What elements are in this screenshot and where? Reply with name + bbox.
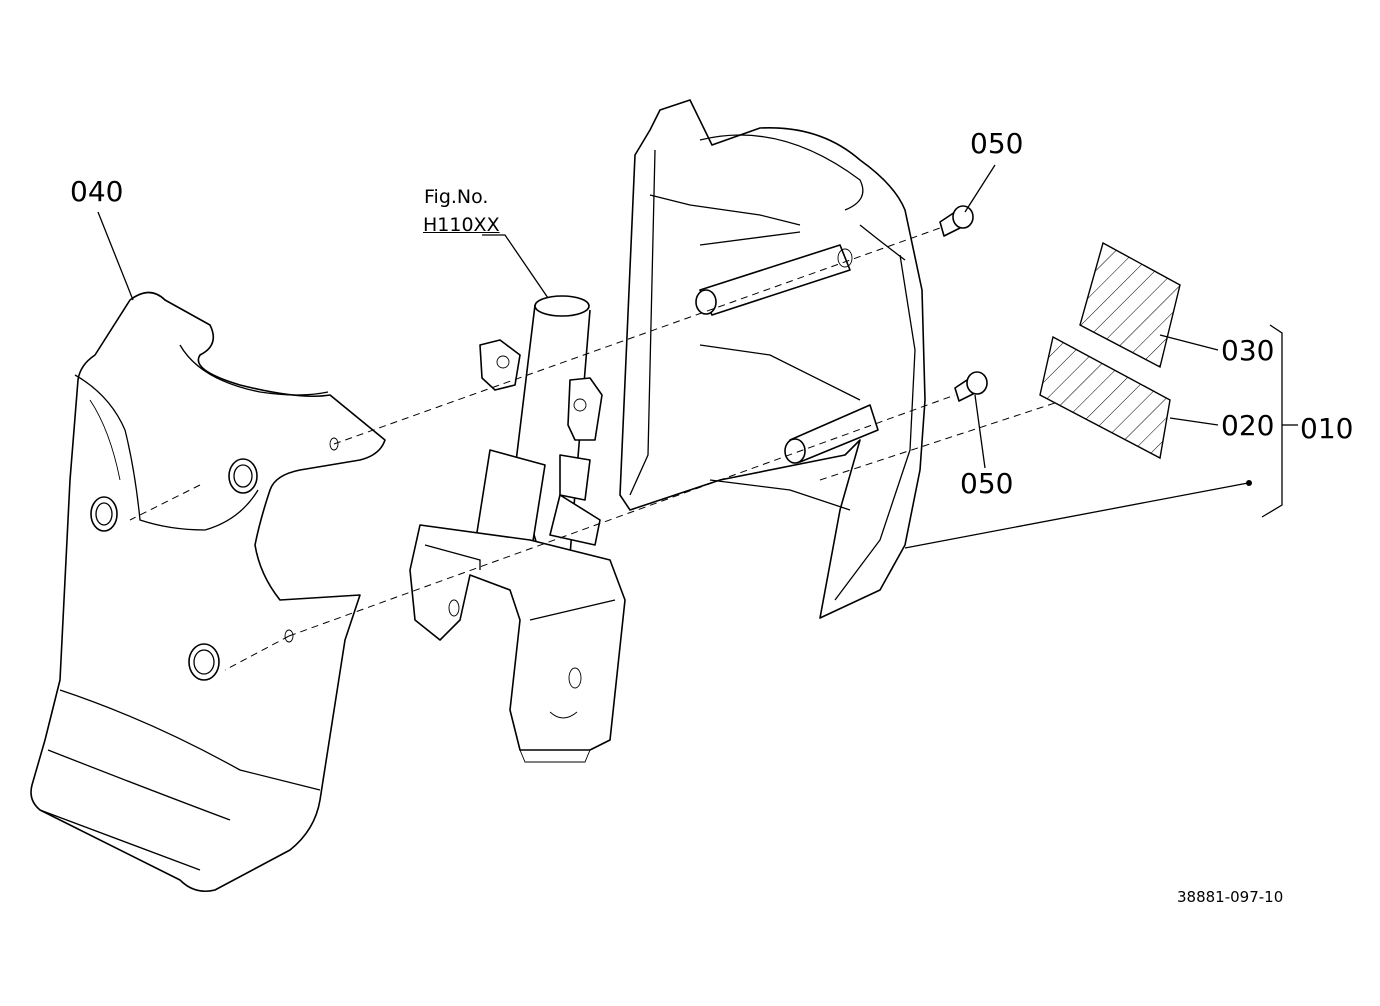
screw-upper (939, 205, 974, 237)
callout-050-lower: 050 (960, 467, 1014, 500)
center-cover-assembly (619, 99, 926, 619)
leader-dot (1246, 480, 1252, 486)
callout-010: 010 (1300, 412, 1354, 445)
screw-lower (954, 371, 988, 402)
document-number: 38881-097-10 (1177, 888, 1284, 906)
steering-column-bracket (409, 295, 626, 763)
decal-020 (1039, 335, 1171, 460)
callout-050-upper: 050 (970, 127, 1024, 160)
callout-030: 030 (1221, 334, 1275, 367)
assembly-lines (129, 227, 1059, 671)
left-cover-panel (30, 291, 386, 893)
figure-ref-code: H110XX (423, 214, 500, 236)
decal-030 (1079, 241, 1181, 369)
callout-020: 020 (1221, 409, 1275, 442)
callout-040: 040 (70, 175, 124, 208)
figure-ref-label: Fig.No. (424, 186, 489, 208)
leader-lines (97, 164, 1298, 549)
